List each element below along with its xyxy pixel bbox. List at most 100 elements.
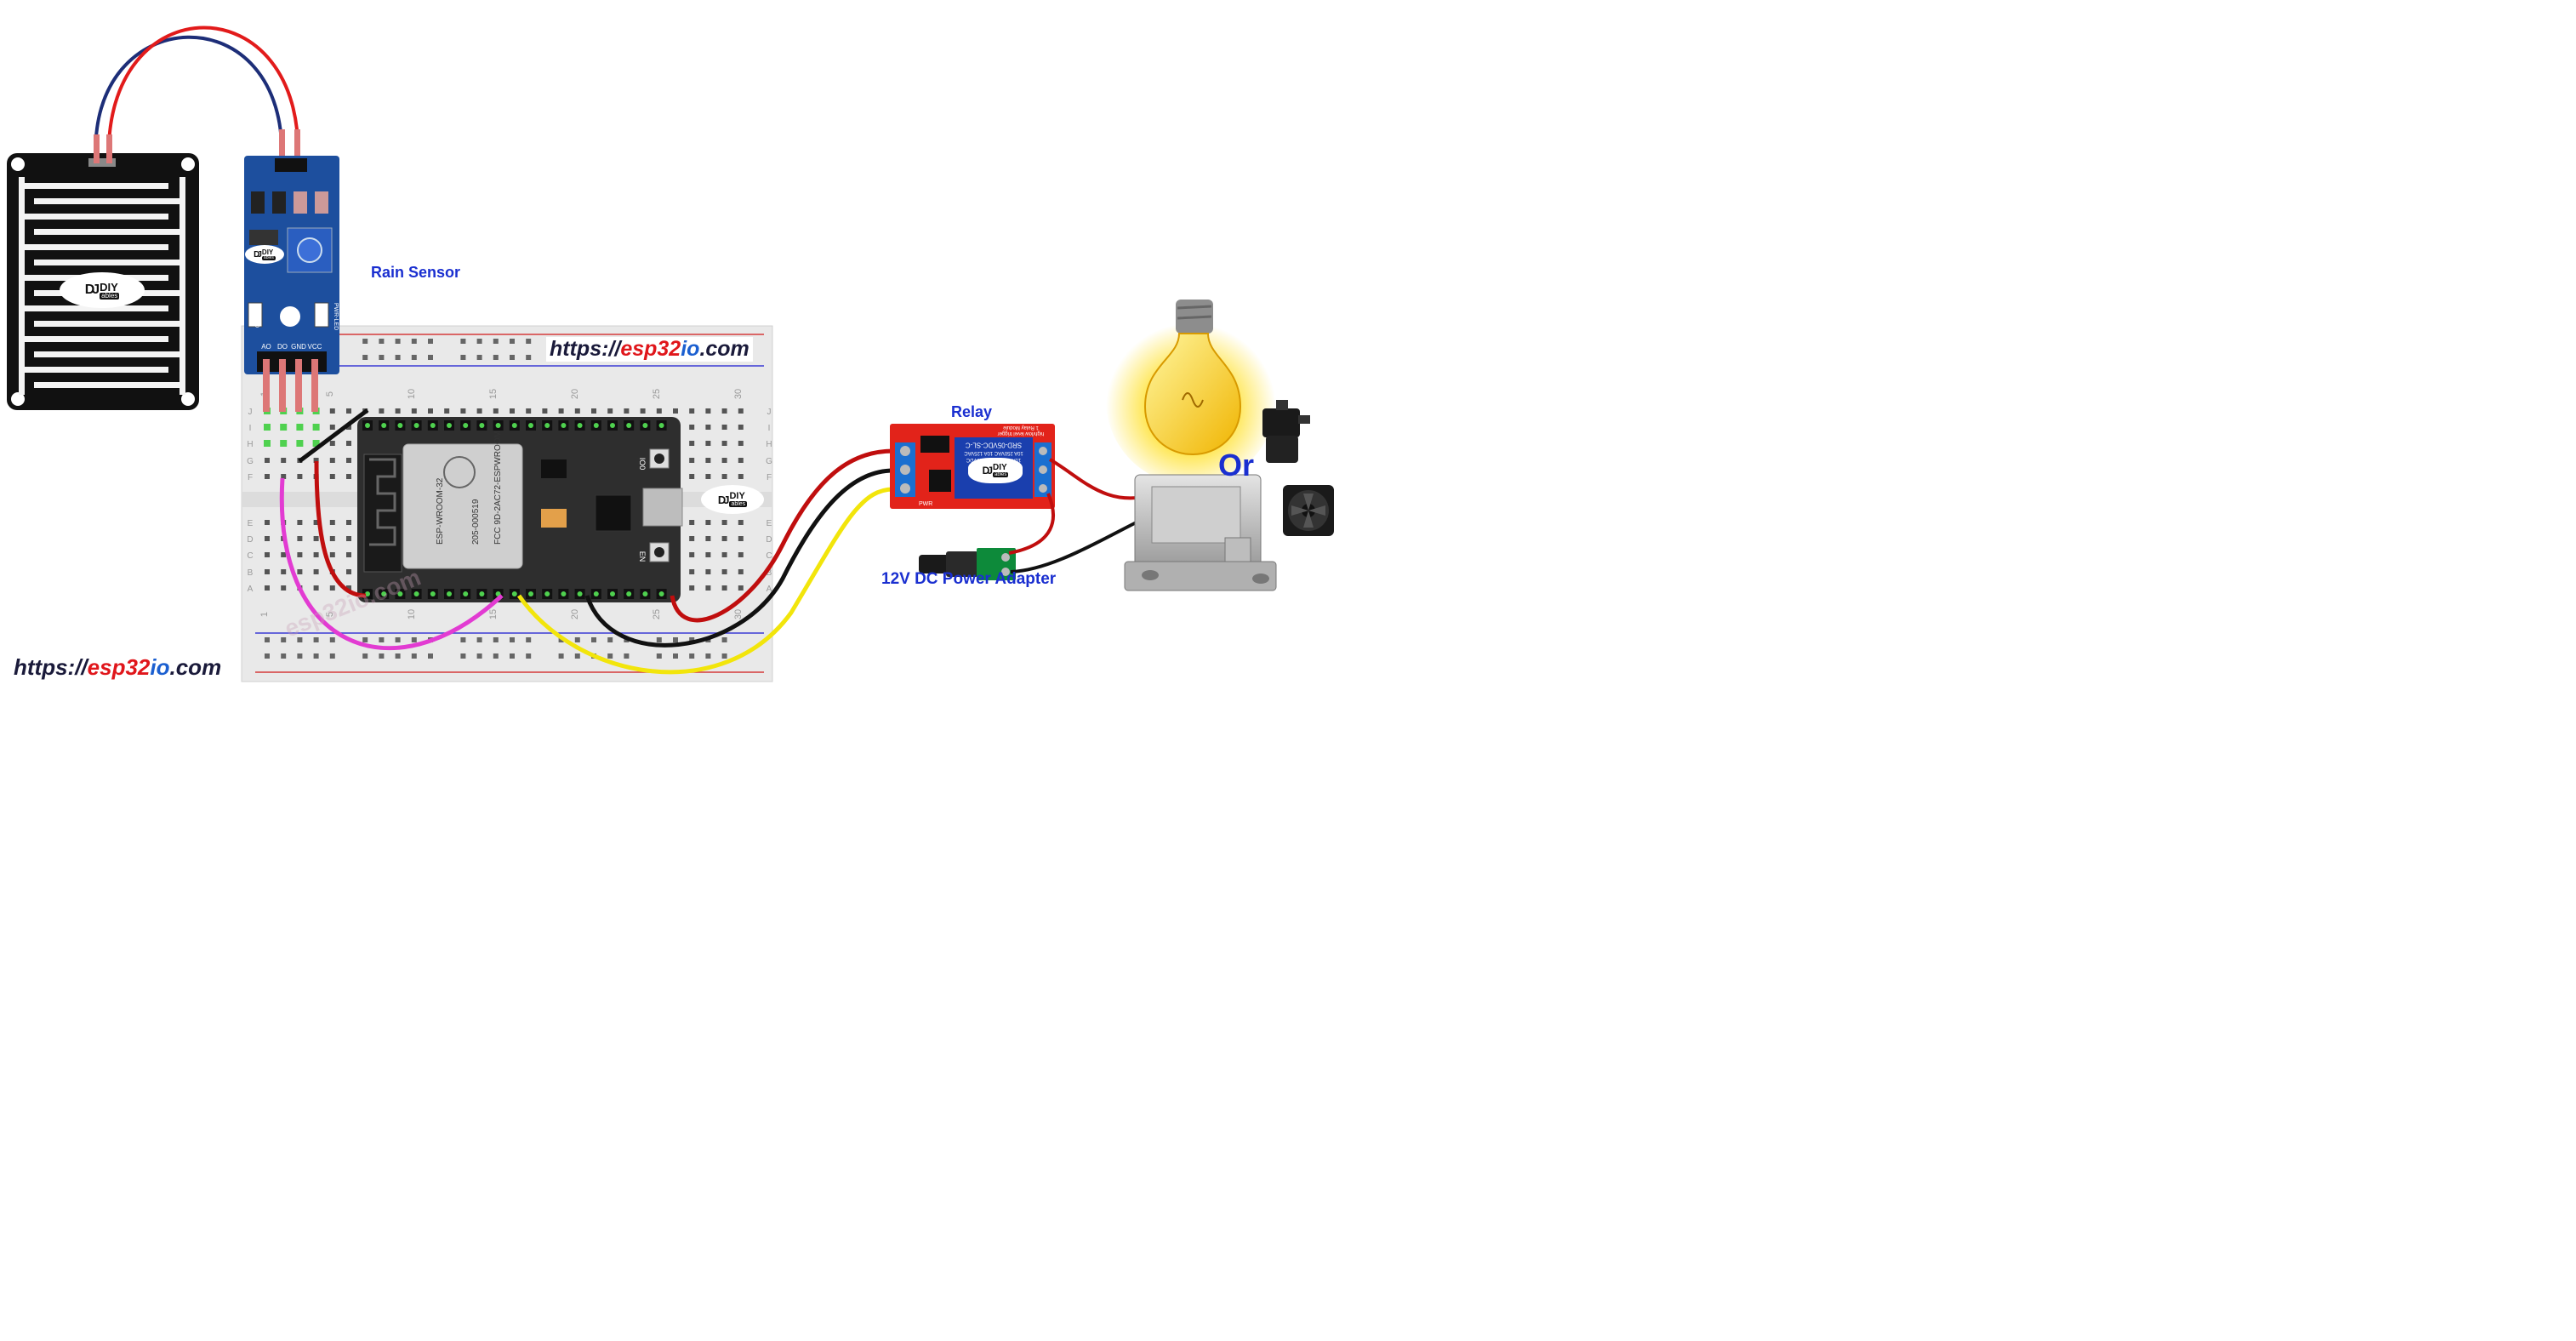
module-pin-label: DO (277, 343, 288, 351)
sensor-wire-red (106, 26, 300, 163)
usb-uart-chip (595, 494, 632, 532)
row-letter-right: B (767, 568, 772, 578)
wire-vcc-to-esp32 (314, 460, 367, 598)
row-letter-right: I (768, 424, 771, 433)
mount-hole (11, 157, 25, 171)
mount-hole (181, 157, 195, 171)
micro-usb-port (642, 488, 683, 527)
espressif-logo (443, 456, 476, 488)
website-url-top: https://esp32io.com (546, 337, 753, 362)
regulator-chip (541, 459, 567, 478)
esp32-module-line: 205-000519 (471, 499, 481, 545)
row-letter-left: D (247, 535, 253, 545)
pin-sleeve (94, 134, 100, 163)
relay-module-text-line: high/low level trigger (998, 431, 1045, 436)
row-letter-right: C (766, 551, 772, 561)
cooling-fan (1283, 485, 1334, 536)
sensor-comb-traces (19, 177, 185, 395)
bulb-filament (1182, 392, 1204, 408)
pin-sleeve (106, 134, 112, 163)
wire-do-to-gpio (279, 477, 504, 651)
website-url-bottom: https://esp32io.com (14, 654, 222, 680)
ic-chip (249, 230, 278, 245)
row-letter-left: J (248, 408, 253, 417)
pwr-led (314, 302, 329, 328)
smd-cap (315, 191, 328, 214)
breadboard: 115510101515202025253030AABBCCDDEEFFGGHH… (241, 325, 773, 682)
smd-cap (294, 191, 307, 214)
row-letter-left: F (248, 473, 253, 482)
pin-sleeve (279, 129, 285, 163)
column-number-bottom: 5 (325, 612, 335, 617)
column-number-bottom: 10 (407, 609, 417, 619)
relay-wire-red (670, 448, 894, 623)
row-letter-left: G (247, 457, 254, 466)
relay-jumper (920, 436, 949, 453)
module-pin-label: AO (261, 343, 271, 351)
column-number-top: 10 (407, 389, 417, 399)
row-letter-right: E (767, 519, 772, 528)
module-pin-label: VCC (308, 343, 322, 351)
water-pump (1262, 400, 1310, 463)
mount-hole (11, 392, 25, 406)
breadboard-labels: 115510101515202025253030AABBCCDDEEFFGGHH… (247, 389, 772, 619)
io0-label: IO0 (638, 458, 647, 471)
boot-button-cap (654, 454, 664, 464)
row-letter-right: A (767, 585, 772, 594)
column-number-top: 15 (488, 389, 499, 399)
row-letter-left: I (249, 424, 252, 433)
adapter-wire-red (1008, 493, 1055, 555)
row-letter-left: C (247, 551, 253, 561)
column-number-bottom: 25 (652, 609, 662, 619)
relay-wire-black (584, 468, 894, 648)
diagram-canvas: 115510101515202025253030AABBCCDDEEFFGGHH… (7, 26, 1334, 682)
en-button-cap (654, 547, 664, 557)
sensor-wire-blue (94, 35, 284, 163)
mount-hole (181, 392, 195, 406)
row-letter-left: A (248, 585, 254, 594)
column-number-top: 25 (652, 389, 662, 399)
column-number-top: 5 (325, 391, 335, 397)
rain-sensor-label: Rain Sensor (371, 264, 461, 281)
relay-wire-yellow (516, 487, 894, 675)
row-letter-left: B (248, 568, 254, 578)
wiring-diagram: 115510101515202025253030AABBCCDDEEFFGGHH… (0, 0, 1334, 694)
module-pin-label: GND (291, 343, 306, 351)
relay-module-text-line: 1 Relay Module (1002, 425, 1038, 430)
relay-label: Relay (951, 403, 993, 420)
row-letter-left: E (248, 519, 254, 528)
solenoid-lock (1124, 474, 1277, 591)
smd-resistor (251, 191, 265, 214)
tantalum-capacitor (541, 509, 567, 528)
esp32-pin-headers (362, 420, 667, 599)
column-number-bottom: 15 (488, 609, 499, 619)
pad-connector (88, 158, 116, 167)
column-number-bottom: 30 (733, 609, 744, 619)
row-letter-right: F (767, 473, 772, 482)
light-bulb (1106, 300, 1276, 485)
esp32-module-line: FCC 9D-2AC72-ESPWROOM 32 (493, 419, 503, 545)
row-letter-right: H (766, 440, 772, 449)
potentiometer-knob (297, 237, 322, 263)
or-label: Or (1218, 448, 1255, 482)
wire-gnd-jumper (298, 408, 369, 463)
mount-hole (280, 306, 300, 327)
row-letter-left: H (247, 440, 253, 449)
relay-module-text-line: 10A 250VAC 10A 125VAC (964, 450, 1023, 455)
do-led (248, 302, 263, 328)
en-label: EN (638, 551, 647, 562)
row-letter-right: J (767, 408, 772, 417)
module-header-top (275, 158, 307, 172)
row-letter-right: D (766, 535, 772, 545)
column-number-bottom: 1 (259, 612, 270, 617)
relay-pwr-label: PWR (919, 501, 932, 507)
relay-driver-chip (929, 470, 951, 492)
antenna-trace (369, 458, 396, 546)
